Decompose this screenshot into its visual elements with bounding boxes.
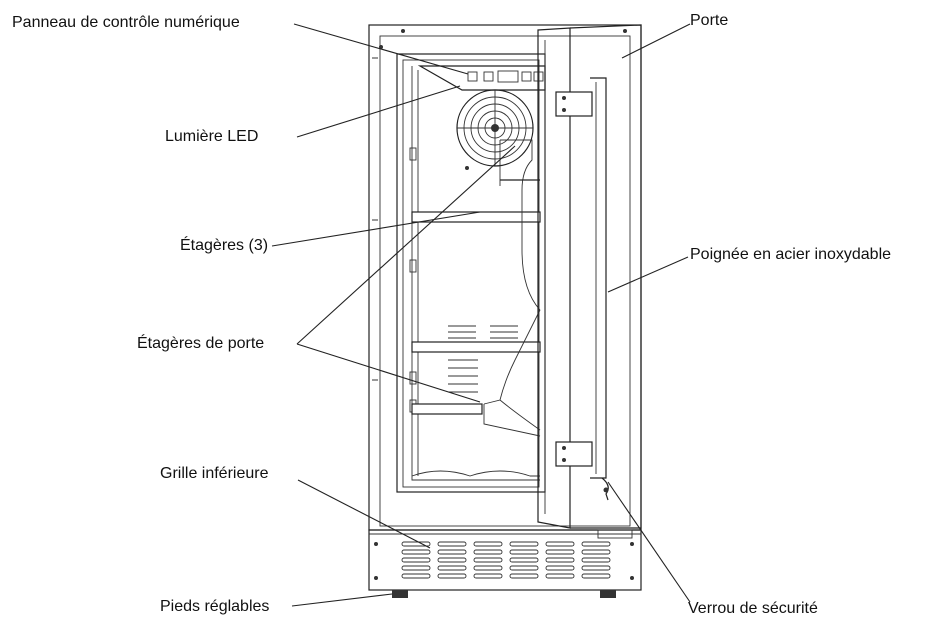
bottom-grille-slots [401, 541, 611, 579]
base-unit [368, 529, 642, 591]
digital-control-panel [417, 65, 546, 91]
safety-lock [601, 477, 609, 501]
label-handle: Poignée en acier inoxydable [690, 246, 892, 263]
door-shelves [483, 139, 541, 437]
adjustable-feet [392, 590, 616, 598]
grille-slot [545, 573, 575, 579]
grille-slot [509, 557, 539, 563]
label-led-light: Lumière LED [165, 128, 259, 145]
grille-slot [581, 565, 611, 571]
grille-slot [509, 541, 539, 547]
grille-slot [545, 549, 575, 555]
grille-slot [509, 565, 539, 571]
grille-slot [581, 557, 611, 563]
grille-slot [437, 565, 467, 571]
cabinet-body [368, 24, 642, 531]
grille-slot [473, 565, 503, 571]
grille-slot [581, 541, 611, 547]
label-safety-lock: Verrou de sécurité [688, 600, 818, 617]
grille-slot [473, 549, 503, 555]
label-bottom-grille: Grille inférieure [160, 465, 269, 482]
grille-slot [545, 541, 575, 547]
grille-slot [401, 557, 431, 563]
label-control-panel: Panneau de contrôle numérique [12, 14, 240, 31]
interior-vents [448, 325, 518, 393]
grille-slot [437, 557, 467, 563]
grille-slot [581, 573, 611, 579]
label-door: Porte [690, 12, 729, 29]
grille-slot [437, 541, 467, 547]
grille-slot [473, 541, 503, 547]
grille-slot [545, 565, 575, 571]
grille-slot [581, 549, 611, 555]
fan-grille [456, 89, 534, 170]
door-panel [537, 24, 642, 529]
leader-lines [271, 23, 691, 607]
shelves [411, 211, 541, 477]
grille-slot [545, 557, 575, 563]
grille-slot [401, 549, 431, 555]
grille-slot [473, 573, 503, 579]
label-shelves: Étagères (3) [180, 237, 269, 254]
grille-slot [437, 573, 467, 579]
stainless-steel-handle [590, 77, 607, 479]
label-adjustable-feet: Pieds réglables [160, 598, 270, 615]
grille-slot [509, 573, 539, 579]
grille-slot [401, 573, 431, 579]
grille-slot [437, 549, 467, 555]
grille-slot [401, 541, 431, 547]
label-door-shelves: Étagères de porte [137, 335, 265, 352]
grille-slot [509, 549, 539, 555]
grille-slot [473, 557, 503, 563]
grille-slot [401, 565, 431, 571]
